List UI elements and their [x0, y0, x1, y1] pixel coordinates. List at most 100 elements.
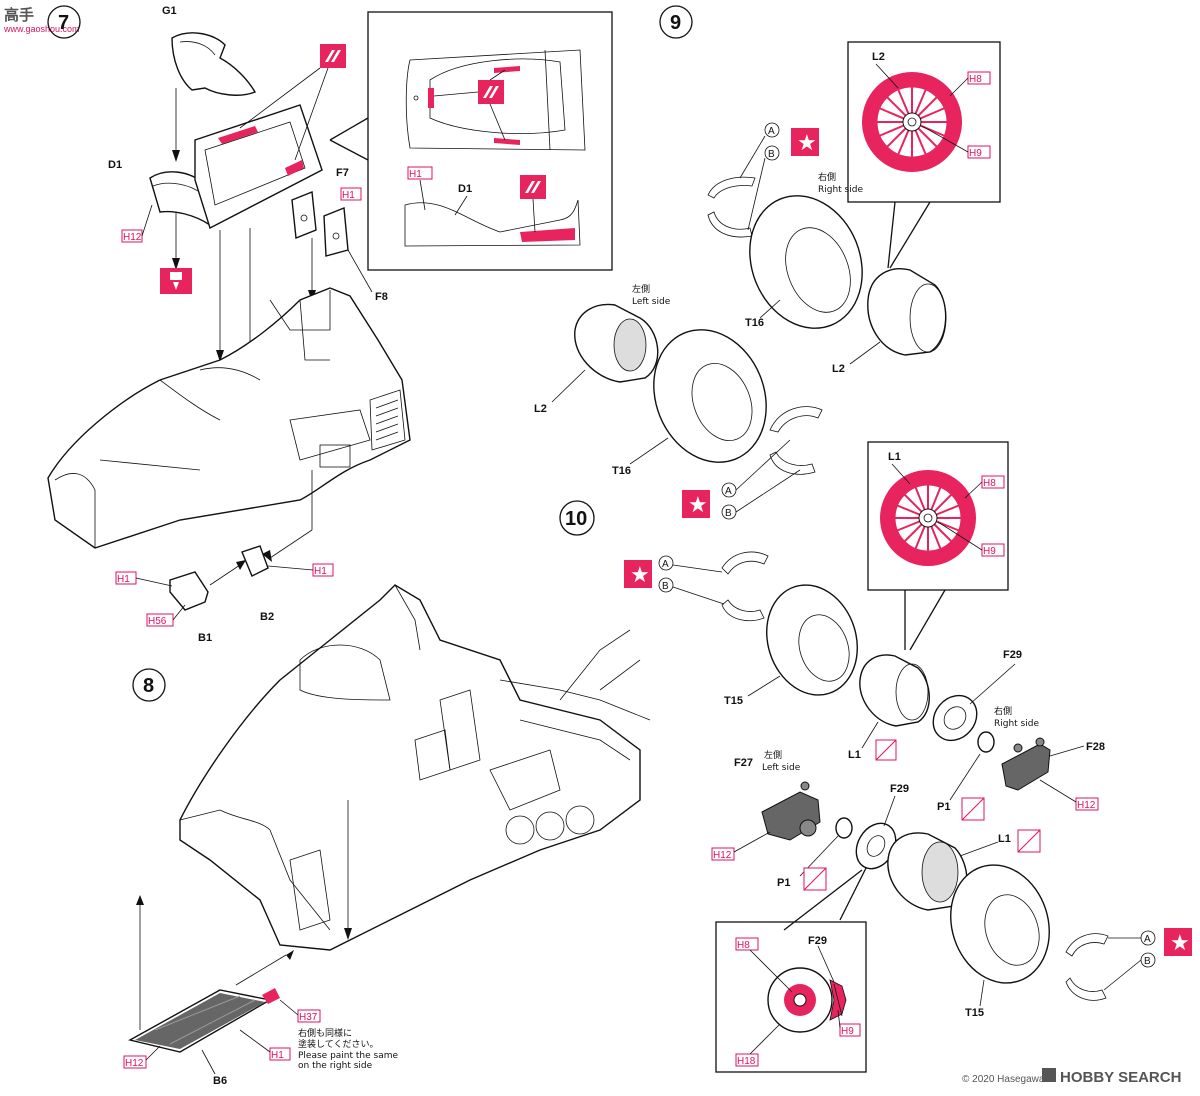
part-f7-f8: F7 H1 F8 [291, 167, 388, 303]
main-body-step7 [47, 287, 411, 562]
step-9: 9 L2 H8 H9 [534, 5, 1001, 520]
paint-code-h56: H56 [148, 616, 167, 627]
decal-icon [320, 44, 346, 68]
hub-inset-f29: F29 H8 H18 H9 [715, 921, 867, 1073]
marks-step9-top: A B ★ [707, 122, 819, 238]
watermark-top-left: 高手 www.gaoshou.com [3, 6, 80, 34]
part-label-b6: B6 [213, 1075, 227, 1087]
right-side-jp: 右側 [994, 705, 1012, 717]
engine-detail [489, 629, 651, 845]
inset-frame [847, 41, 1001, 203]
inset-frame [715, 921, 867, 1073]
decal-icon [520, 175, 546, 199]
step-number-circle [47, 5, 81, 39]
part-label-l1-top: L1 [848, 749, 861, 761]
part-label-d1: D1 [108, 159, 122, 171]
paint-code-h8: H8 [983, 478, 996, 489]
paint-note-right-side: 右側も同様に 塗装してください。 Please paint the same o… [298, 1027, 398, 1071]
step-number: 8 [143, 675, 154, 697]
paint-code-h9: H9 [983, 546, 996, 557]
left-side-jp: 左側 [632, 283, 650, 295]
mark-b: B [1144, 956, 1151, 967]
left-side-jp: 左側 [764, 749, 782, 761]
star-mark-icon [624, 560, 652, 588]
star-mark-icon [682, 490, 710, 518]
paint-code-h1-b1: H1 [117, 574, 130, 585]
paint-code-h18: H18 [737, 1056, 756, 1067]
svg-text:★: ★ [1170, 931, 1190, 956]
part-label-l2-left: L2 [534, 403, 547, 415]
hub-bottom-f29: F29 [783, 783, 909, 931]
part-label-d1-inset: D1 [458, 183, 472, 195]
watermark-credit: © 2020 Hasegawa [962, 1074, 1045, 1085]
right-side-assembly-step9: 右側 Right side T16 L2 [745, 171, 947, 375]
mark-a: A [662, 559, 669, 570]
part-label-l2-right: L2 [832, 363, 845, 375]
paint-code-h1-b2: H1 [314, 566, 327, 577]
watermark-brand: 高手 [4, 6, 34, 24]
part-b1-b2: H1 H56 B1 H1 B2 [115, 545, 334, 644]
hobbysearch-logo-icon [1042, 1068, 1056, 1082]
part-label-b2: B2 [260, 611, 274, 623]
upright-right-f28: 右側 Right side F28 H12 P1 [937, 705, 1105, 821]
left-side-en: Left side [632, 297, 671, 307]
paint-code-h9: H9 [969, 148, 982, 159]
left-side-en: Left side [762, 763, 801, 773]
step-10: 10 L1 H8 H9 [559, 441, 1192, 1073]
paint-code-h1-f: H1 [342, 190, 355, 201]
mark-b: B [768, 149, 775, 160]
wheel-inset-l2: L2 H8 H9 [847, 41, 1001, 269]
part-label-t16-right: T16 [745, 317, 764, 329]
svg-text:★: ★ [688, 493, 708, 518]
wheel-bottom-l1: L1 [887, 829, 1041, 911]
decal-icon [160, 268, 192, 294]
step-7: 7 G1 D1 H12 [47, 5, 613, 644]
watermark-brand-bottom: HOBBY SEARCH [1060, 1069, 1181, 1086]
part-label-g1: G1 [162, 5, 177, 17]
paint-code-h1: H1 [271, 1050, 284, 1061]
right-side-en: Right side [818, 185, 863, 195]
wheel-inset-l1: L1 H8 H9 [867, 441, 1009, 651]
part-label-f27: F27 [734, 757, 753, 769]
tire-wheel-top-step10: T15 L1 [724, 584, 930, 761]
paint-code-h12: H12 [125, 1058, 144, 1069]
part-label-f29-inset: F29 [808, 935, 827, 947]
step-number: 9 [670, 12, 681, 34]
part-label-t15-top: T15 [724, 695, 743, 707]
part-g1: G1 [162, 5, 257, 162]
right-side-en: Right side [994, 719, 1039, 729]
paint-code-h8: H8 [969, 74, 982, 85]
part-label-t15-bottom: T15 [965, 1007, 984, 1019]
tire-bottom-t15: T15 [950, 864, 1050, 1019]
part-label-p1-left: P1 [777, 877, 790, 889]
paint-code-h12-f27: H12 [713, 850, 732, 861]
inset-frame [867, 441, 1009, 591]
step-number: 7 [58, 12, 69, 34]
watermark-url: www.gaoshou.com [3, 24, 80, 34]
part-label-l2: L2 [872, 51, 885, 63]
part-label-t16-left: T16 [612, 465, 631, 477]
paint-code-h12-f28: H12 [1077, 800, 1096, 811]
note-jp-line1: 右側も同様に [298, 1027, 352, 1039]
part-label-f29-top: F29 [1003, 649, 1022, 661]
step-number-circle [659, 5, 693, 39]
marks-step10-top: ★ A B [624, 551, 769, 622]
marks-step9-bottom: ★ A B [682, 406, 823, 520]
left-side-assembly-step9: 左側 Left side L2 T16 [534, 283, 767, 477]
step-number: 10 [565, 508, 587, 530]
star-mark-icon [1164, 928, 1192, 956]
decal-logo-top [239, 44, 346, 161]
part-label-p1-right: P1 [937, 801, 950, 813]
paint-code-h8: H8 [737, 940, 750, 951]
detail-inset-step7: H1 D1 [329, 11, 613, 271]
part-label-b1: B1 [198, 632, 212, 644]
paint-code-h37: H37 [299, 1012, 318, 1023]
marks-step10-bottom: A B ★ [1065, 928, 1192, 1001]
part-label-f8: F8 [375, 291, 388, 303]
mark-a: A [768, 126, 775, 137]
inset-frame [367, 11, 613, 271]
part-label-l1: L1 [888, 451, 901, 463]
part-label-l1-bottom: L1 [998, 833, 1011, 845]
svg-text:★: ★ [630, 563, 650, 588]
part-label-f29-bottom: F29 [890, 783, 909, 795]
